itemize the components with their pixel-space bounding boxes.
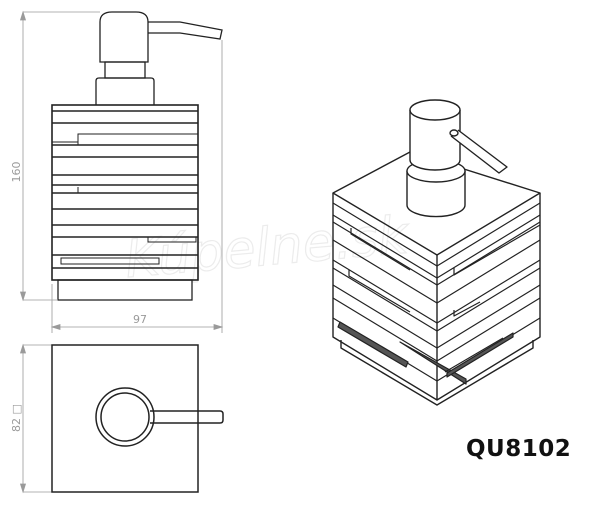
iso-base (340, 340, 534, 406)
top-square (51, 344, 199, 493)
iso-pump-cap-top (409, 99, 461, 121)
product-code: QU8102 (466, 436, 572, 462)
width-dimension-label: 97 (133, 313, 147, 326)
pump-spout (148, 21, 223, 40)
height-dimension-label: 160 (10, 162, 23, 183)
front-view (51, 11, 223, 301)
body-bands (52, 110, 199, 269)
dimension-lines (19, 10, 224, 494)
iso-pump-collar (406, 171, 466, 218)
iso-left-face (332, 193, 438, 401)
pump-outer-circle (95, 387, 155, 447)
base (57, 279, 193, 301)
pump-cap (99, 11, 149, 63)
iso-bands (332, 202, 541, 385)
pump-collar (95, 77, 155, 105)
spout-top (150, 410, 224, 424)
watermark: Kúpelne.sk (123, 205, 413, 290)
iso-pump-cap (409, 110, 461, 171)
pump-inner-circle (100, 392, 150, 442)
pump-neck (104, 61, 146, 79)
iso-spout (450, 129, 508, 174)
iso-right-face (436, 193, 541, 401)
isometric-view (332, 99, 541, 406)
base-dimension-label: 82 □ (10, 404, 23, 432)
top-view (51, 344, 224, 493)
